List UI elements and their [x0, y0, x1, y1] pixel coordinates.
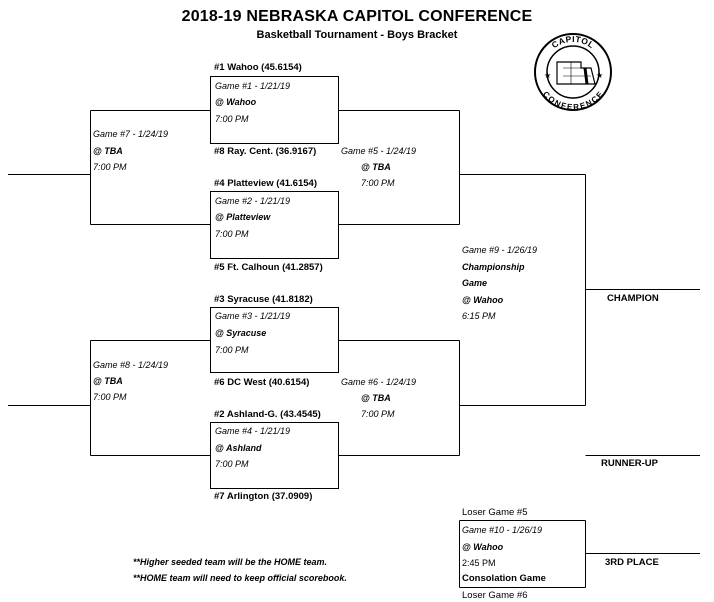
game-10-title: Game #10 - 1/26/19 [462, 525, 543, 535]
svg-text:CAPITOL: CAPITOL [550, 34, 597, 50]
game-10-loser-top: Loser Game #5 [462, 507, 528, 518]
game-3-site: @ Syracuse [215, 328, 267, 338]
page-subtitle: Basketball Tournament - Boys Bracket [256, 29, 458, 41]
game-10-name: Consolation Game [462, 573, 546, 584]
team-4-platteview: #4 Platteview (41.6154) [214, 178, 317, 189]
page-title: 2018-19 NEBRASKA CAPITOL CONFERENCE [181, 8, 533, 25]
third-place-label: 3RD PLACE [605, 557, 659, 568]
game-9-name-line1: Championship [462, 262, 525, 272]
game-2-site: @ Platteview [215, 212, 271, 222]
game-9-time: 6:15 PM [462, 311, 496, 321]
team-1-wahoo: #1 Wahoo (45.6154) [214, 62, 302, 73]
game-7-site: @ TBA [93, 146, 123, 156]
team-8-ray-cent: #8 Ray. Cent. (36.9167) [214, 146, 317, 157]
game-9-name-line2: Game [462, 278, 488, 288]
game-5-site: @ TBA [361, 162, 391, 172]
game-4-time: 7:00 PM [215, 459, 249, 469]
game-10-site: @ Wahoo [462, 542, 504, 552]
team-6-dc-west: #6 DC West (40.6154) [214, 377, 310, 388]
game-5-title: Game #5 - 1/24/19 [341, 146, 417, 156]
note-home-team: **Higher seeded team will be the HOME te… [133, 557, 328, 567]
team-3-syracuse: #3 Syracuse (41.8182) [214, 294, 313, 305]
game-9-site: @ Wahoo [462, 295, 504, 305]
game-1-time: 7:00 PM [215, 114, 249, 124]
logo-top-text: CAPITOL [550, 34, 596, 50]
team-7-arlington: #7 Arlington (37.0909) [214, 491, 313, 502]
game-1-title: Game #1 - 1/21/19 [215, 81, 291, 91]
game-10-time: 2:45 PM [462, 558, 496, 568]
game-8-time: 7:00 PM [93, 392, 127, 402]
conference-logo: CAPITOL CONFERENCE ★ ★ [534, 33, 612, 112]
team-5-ft-calhoun: #5 Ft. Calhoun (41.2857) [214, 262, 323, 273]
game-10-loser-bottom: Loser Game #6 [462, 590, 528, 601]
game-2-title: Game #2 - 1/21/19 [215, 196, 291, 206]
star-icon: ★ [596, 71, 603, 80]
game-6-title: Game #6 - 1/24/19 [341, 377, 417, 387]
game-3-title: Game #3 - 1/21/19 [215, 311, 291, 321]
game-9-title: Game #9 - 1/26/19 [462, 245, 538, 255]
game-7-title: Game #7 - 1/24/19 [93, 129, 169, 139]
champion-label: CHAMPION [607, 293, 659, 304]
game-4-title: Game #4 - 1/21/19 [215, 426, 291, 436]
game-8-title: Game #8 - 1/24/19 [93, 360, 169, 370]
game-1-site: @ Wahoo [215, 97, 257, 107]
game-6-time: 7:00 PM [361, 409, 395, 419]
game-3-time: 7:00 PM [215, 345, 249, 355]
game-7-time: 7:00 PM [93, 162, 127, 172]
game-8-site: @ TBA [93, 376, 123, 386]
star-icon: ★ [544, 71, 551, 80]
runner-up-label: RUNNER-UP [601, 458, 658, 469]
note-scorebook: **HOME team will need to keep official s… [133, 573, 347, 583]
team-2-ashland-g: #2 Ashland-G. (43.4545) [214, 409, 321, 420]
game-4-site: @ Ashland [215, 443, 262, 453]
game-2-time: 7:00 PM [215, 229, 249, 239]
game-6-site: @ TBA [361, 393, 391, 403]
game-5-time: 7:00 PM [361, 178, 395, 188]
